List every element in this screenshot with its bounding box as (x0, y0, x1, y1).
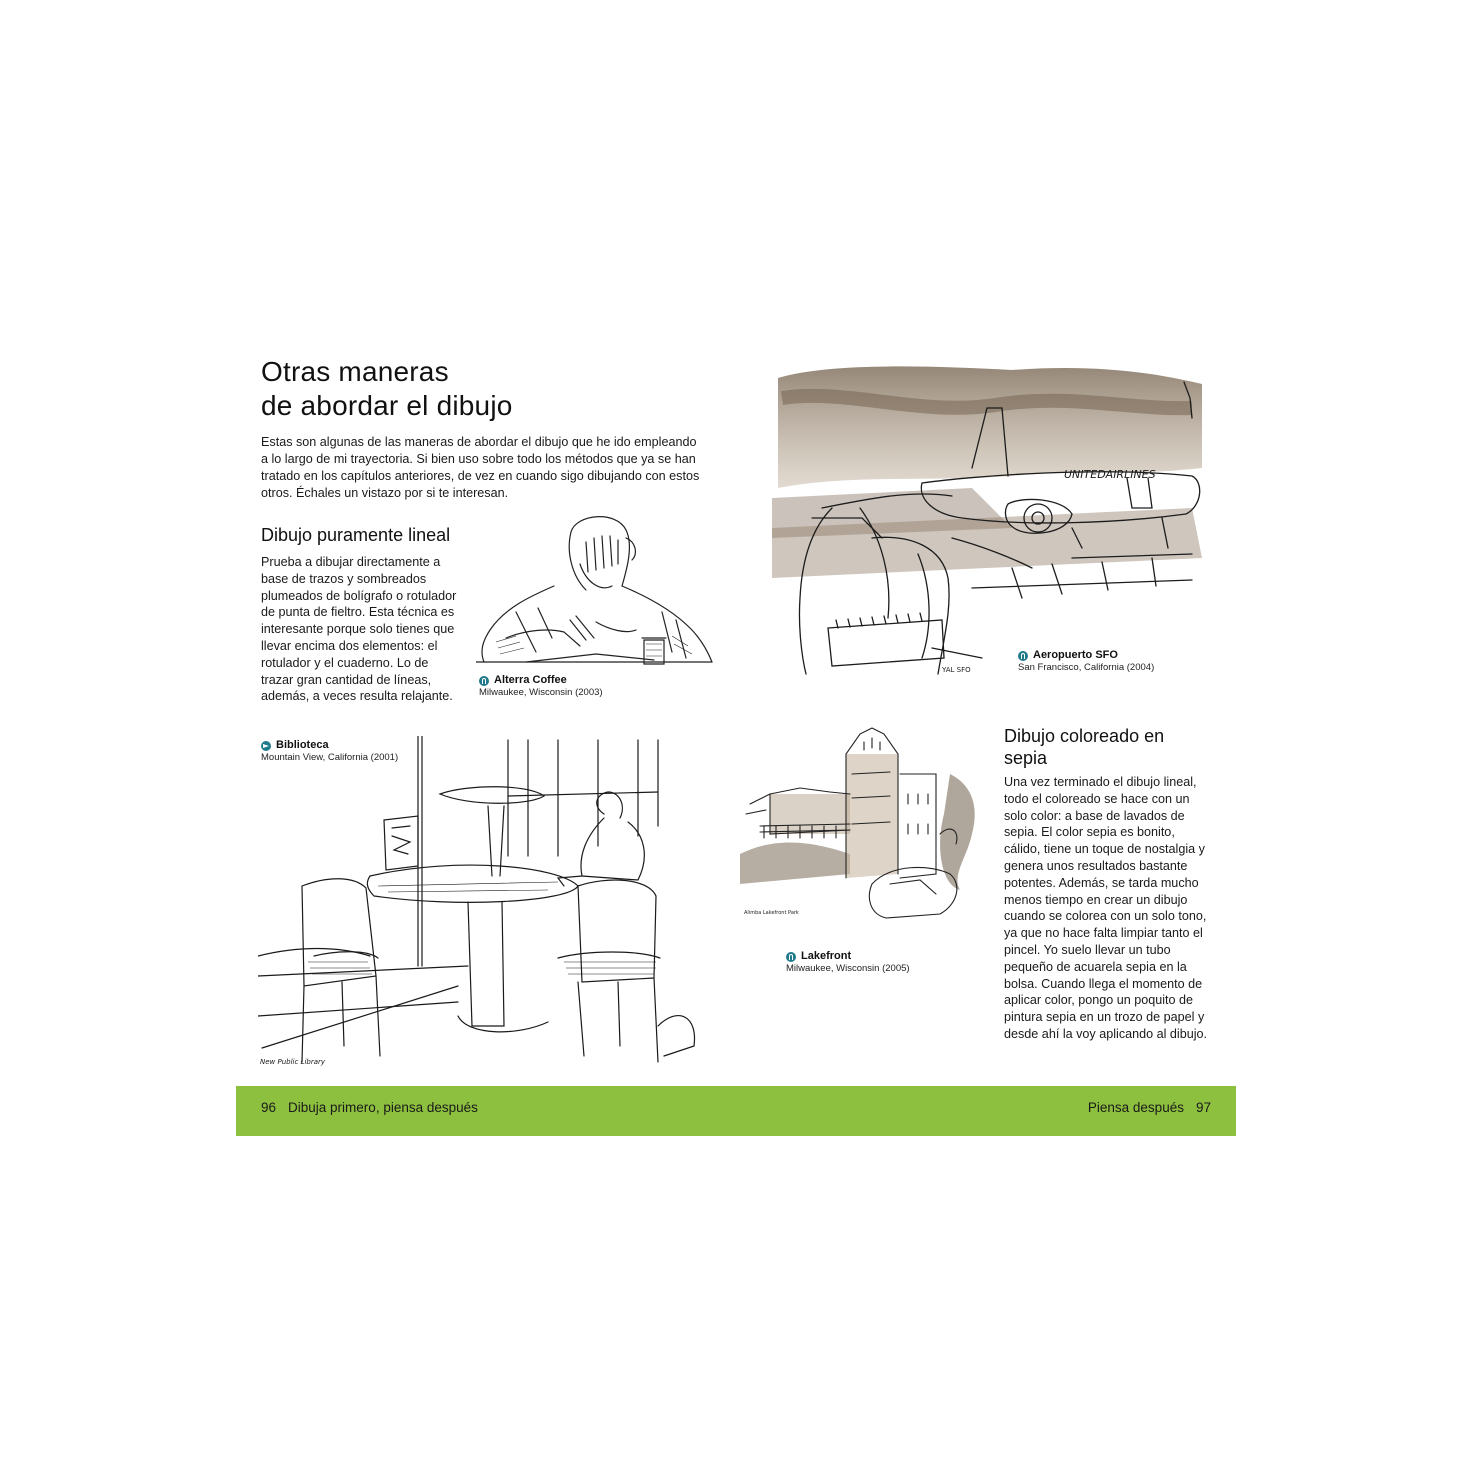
arrow-up-icon (1018, 650, 1028, 661)
caption-lakefront-sub: Milwaukee, Wisconsin (2005) (786, 963, 910, 974)
alterra-coffee-sketch (476, 512, 716, 668)
library-sign-label: New Public Library (260, 1058, 326, 1066)
footer-bar: 96 Dibuja primero, piensa después Piensa… (236, 1086, 1236, 1136)
arrow-up-icon (479, 675, 489, 686)
page-title: Otras maneras de abordar el dibujo (261, 355, 701, 423)
right-page-number: 97 (1195, 1100, 1211, 1115)
sfo-airport-sketch: UNITEDAIRLINES YAL SFO (772, 358, 1208, 676)
caption-lakefront-title: Lakefront (801, 950, 852, 962)
caption-lakefront: Lakefront Milwaukee, Wisconsin (2005) (786, 950, 976, 975)
right-running-title: Piensa después (1087, 1100, 1184, 1115)
caption-alterra: Alterra Coffee Milwaukee, Wisconsin (200… (479, 674, 679, 699)
caption-biblioteca-title: Biblioteca (276, 739, 329, 751)
section-body-sepia: Una vez terminado el dibujo lineal, todo… (1004, 775, 1208, 1041)
section-heading-sepia: Dibujo coloreado en sepia (1004, 726, 1165, 768)
left-running-title: Dibuja primero, piensa después (288, 1100, 478, 1115)
arrow-right-icon (261, 740, 271, 751)
sfo-sign-label: YAL SFO (941, 666, 971, 674)
library-sketch: New Public Library (258, 736, 718, 1072)
section-body-line-drawing: Prueba a dibujar directamente a base de … (261, 555, 457, 704)
intro-paragraph: Estas son algunas de las maneras de abor… (261, 435, 700, 500)
caption-alterra-sub: Milwaukee, Wisconsin (2003) (479, 687, 603, 698)
lakefront-sketch: Alimba Lakefront Park (740, 714, 990, 920)
caption-sfo-title: Aeropuerto SFO (1033, 649, 1118, 661)
page-title-line-1: Otras maneras (261, 356, 449, 387)
caption-alterra-title: Alterra Coffee (494, 674, 567, 686)
arrow-up-icon (786, 951, 796, 962)
caption-biblioteca-sub: Mountain View, California (2001) (261, 752, 399, 763)
page-title-line-2: de abordar el dibujo (261, 390, 513, 421)
left-page-number: 96 (261, 1100, 277, 1115)
section-heading-line-drawing: Dibujo puramente lineal (261, 525, 451, 545)
caption-biblioteca: Biblioteca Mountain View, California (20… (261, 739, 461, 764)
lakefront-note-label: Alimba Lakefront Park (744, 910, 799, 916)
caption-sfo: Aeropuerto SFO San Francisco, California… (1018, 649, 1208, 674)
caption-sfo-sub: San Francisco, California (2004) (1018, 662, 1155, 673)
airline-label: UNITEDAIRLINES (1064, 468, 1156, 481)
